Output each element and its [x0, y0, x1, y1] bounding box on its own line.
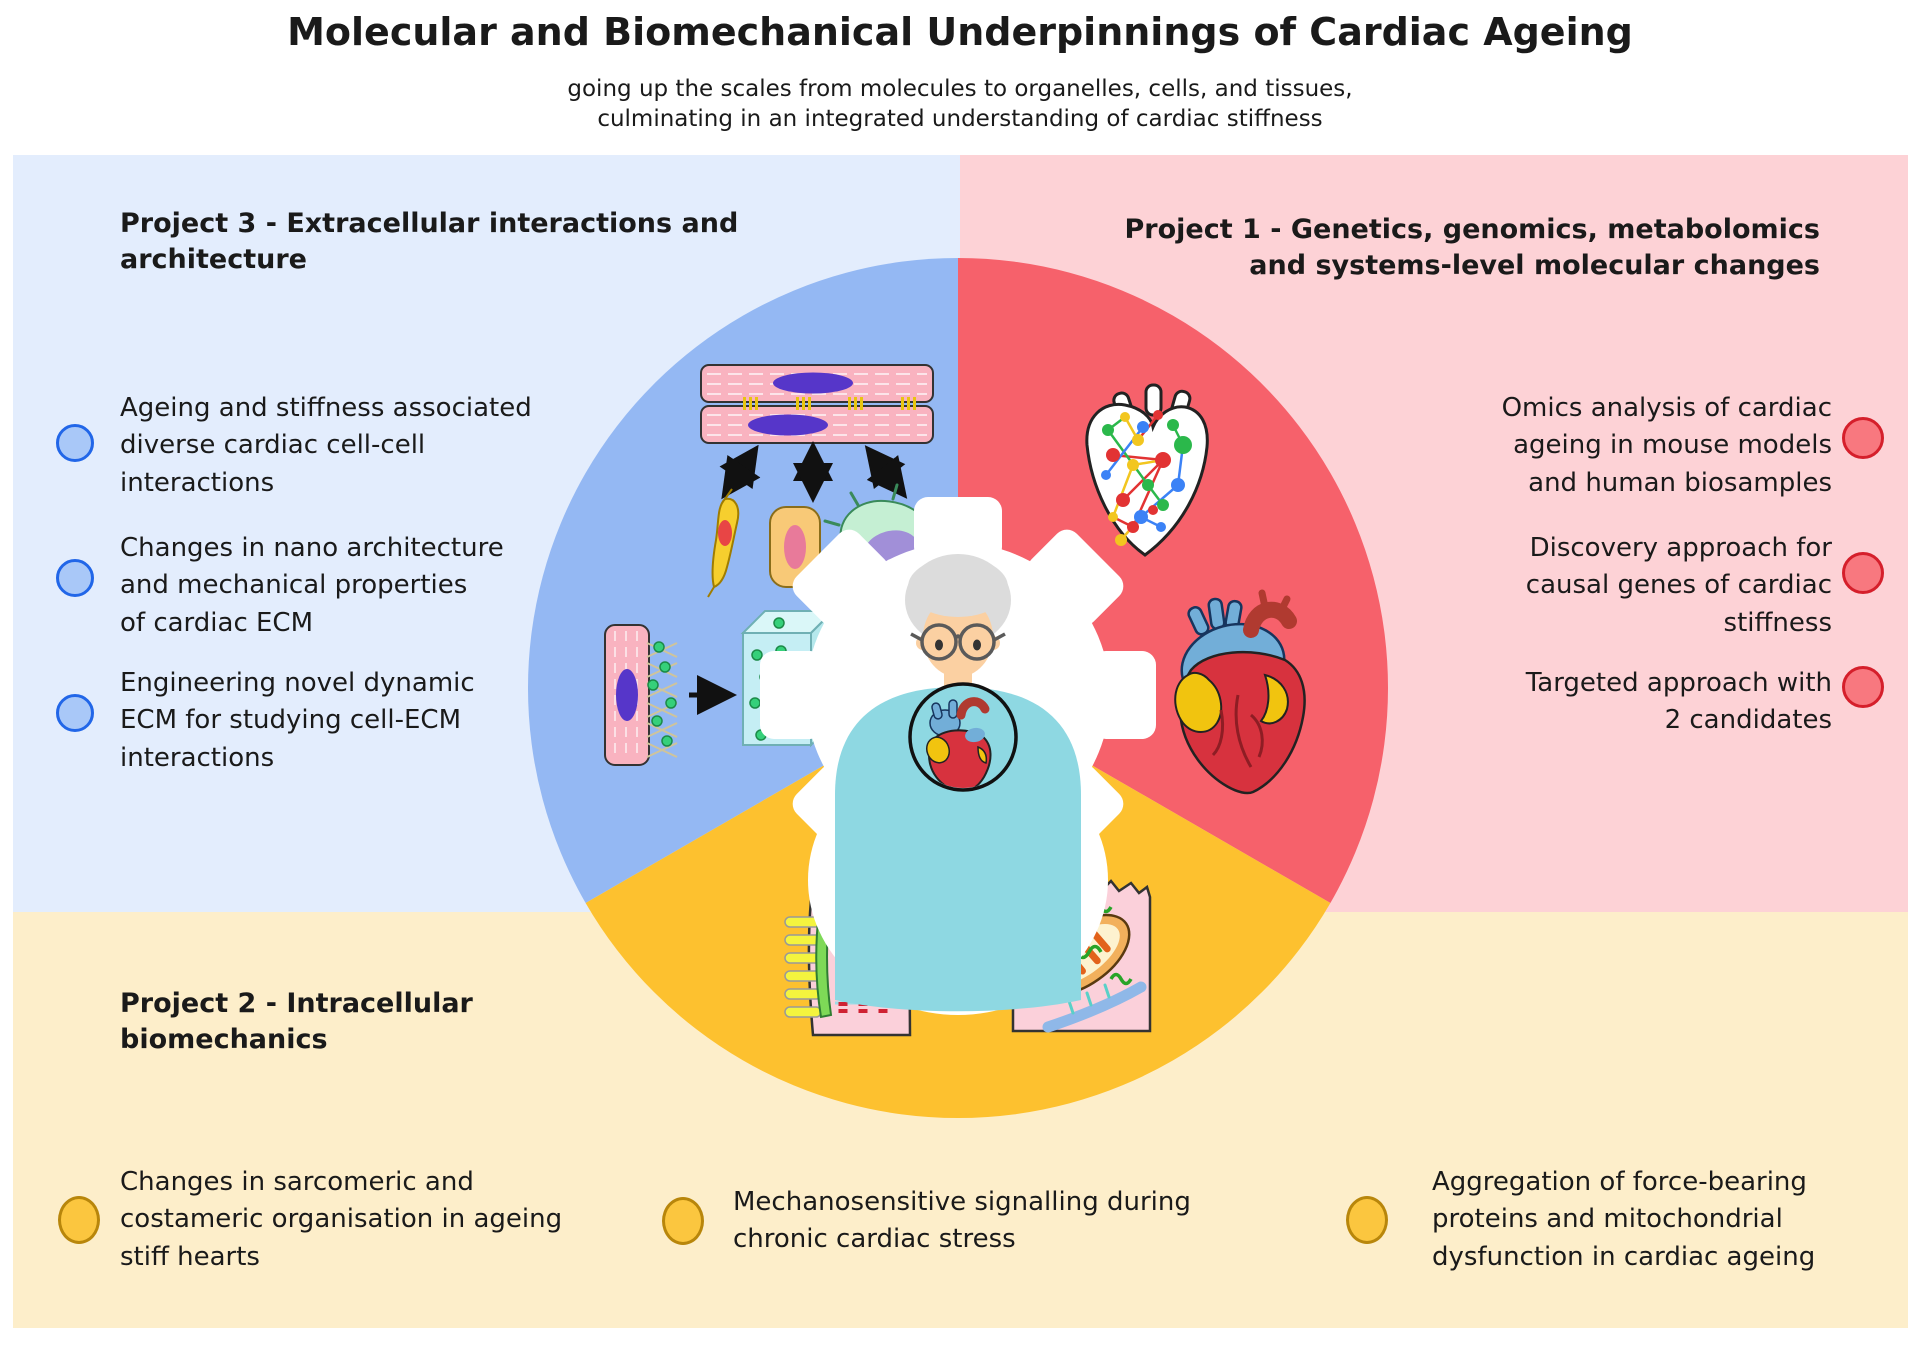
- cardiomyocyte-interaction-illustration: [700, 364, 947, 605]
- central-illustration: [527, 258, 1389, 1119]
- sweater: [835, 687, 1081, 1012]
- bullet-dot: [1842, 552, 1884, 594]
- bullet-text: Omics analysis of cardiac ageing in mous…: [1501, 393, 1832, 498]
- project3-header: Project 3 - Extracellular interactions a…: [120, 208, 739, 276]
- elderly-person-illustration: [835, 554, 1081, 1012]
- nucleus: [773, 372, 853, 394]
- bullet-text: Engineering novel dynamic ECM for studyi…: [120, 668, 475, 773]
- hair-front: [908, 557, 1008, 617]
- bullet-text: Mechanosensitive signalling during chron…: [733, 1187, 1191, 1255]
- nucleus: [616, 669, 638, 721]
- bullet-dot: [662, 1197, 704, 1245]
- bullet-text: Aggregation of force-bearing proteins an…: [1432, 1167, 1816, 1272]
- bullet-text: Changes in nano architecture and mechani…: [120, 533, 504, 638]
- chest-heart-icon: [925, 697, 992, 788]
- bullet-text: Discovery approach for causal genes of c…: [1525, 533, 1832, 638]
- bullet-text: Changes in sarcomeric and costameric org…: [120, 1167, 563, 1272]
- omics-network-heart-illustration: [1085, 383, 1209, 557]
- bullet-dot: [56, 694, 94, 732]
- fibroblast-cell: [707, 488, 740, 598]
- glasses-icon: [910, 623, 1006, 661]
- bullet-dot: [58, 1196, 100, 1244]
- bullet-dot: [56, 424, 94, 462]
- anatomical-heart-illustration: [1174, 589, 1306, 795]
- project2-header: Project 2 - Intracellular biomechanics: [120, 988, 473, 1056]
- intercalated-discs: [743, 397, 916, 410]
- network-nodes: [1101, 410, 1192, 546]
- page-subtitle: going up the scales from molecules to or…: [567, 76, 1353, 133]
- bullet-dot: [1346, 1196, 1388, 1244]
- network-edges: [1105, 414, 1185, 541]
- bullet-dot: [56, 559, 94, 597]
- bullet-dot: [1842, 417, 1884, 459]
- bullet-text: Targeted approach with 2 candidates: [1525, 668, 1832, 736]
- microtubule: [1042, 981, 1147, 1033]
- project1-header: Project 1 - Genetics, genomics, metabolo…: [1124, 214, 1820, 282]
- nucleus: [748, 414, 828, 436]
- bullet-text: Ageing and stiffness associated diverse …: [120, 393, 532, 498]
- page-title: Molecular and Biomechanical Underpinning…: [287, 10, 1633, 54]
- bullet-dot: [1842, 666, 1884, 708]
